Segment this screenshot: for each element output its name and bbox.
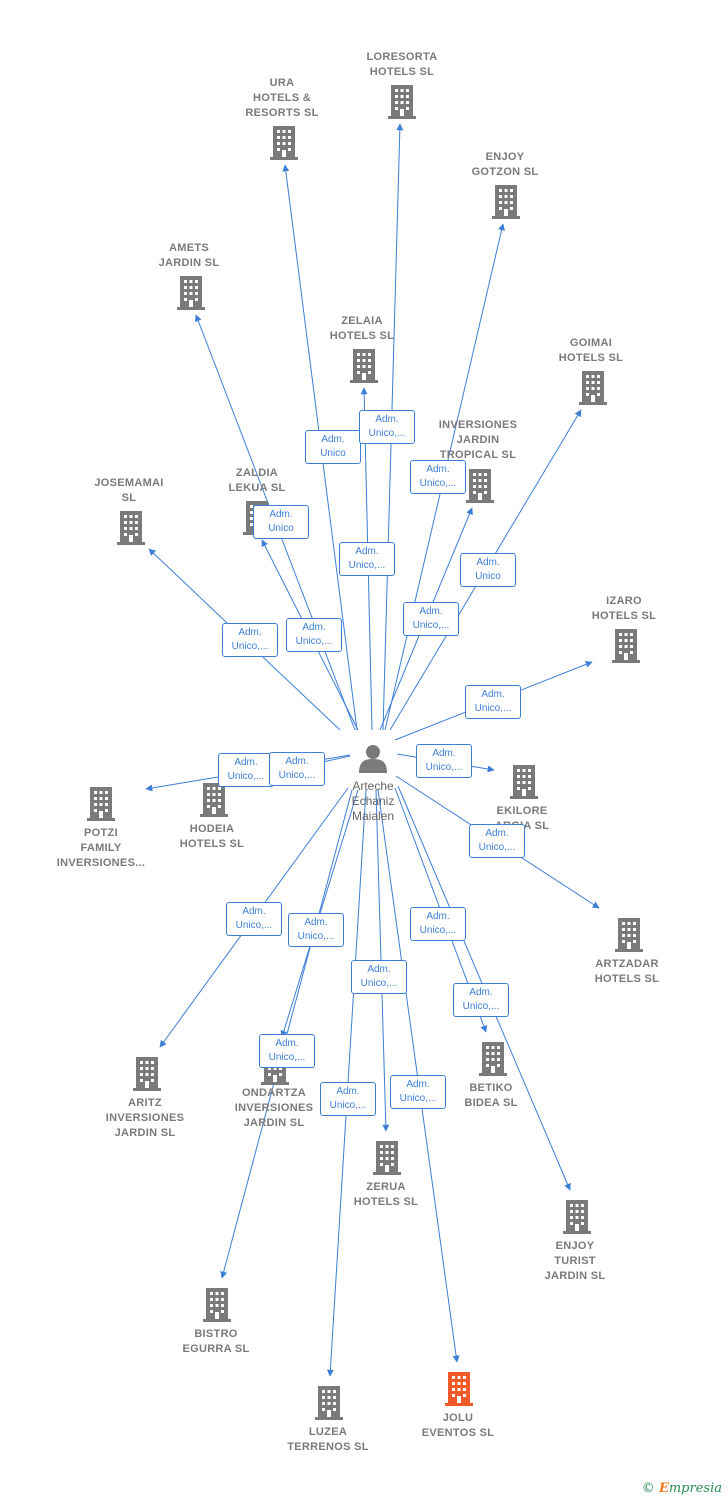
building-icon[interactable] (579, 371, 607, 405)
edge-role-label[interactable]: Adm. Unico,... (453, 983, 509, 1017)
building-icon[interactable] (615, 918, 643, 952)
company-label-amets[interactable]: AMETS JARDIN SL (158, 242, 220, 269)
edge-role-label[interactable]: Adm. Unico,... (269, 752, 325, 786)
company-label-jolu[interactable]: JOLU EVENTOS SL (421, 1412, 495, 1439)
edge-role-label[interactable]: Adm. Unico (460, 553, 516, 587)
company-label-loresorta[interactable]: LORESORTA HOTELS SL (366, 51, 438, 78)
building-icon[interactable] (177, 276, 205, 310)
building-icon[interactable] (117, 511, 145, 545)
building-icon[interactable] (445, 1372, 473, 1406)
building-icon[interactable] (612, 629, 640, 663)
copyright-notice: © Empresia (642, 1481, 722, 1496)
edge-role-label[interactable]: Adm. Unico,... (416, 744, 472, 778)
building-icon[interactable] (492, 185, 520, 219)
building-icon[interactable] (133, 1057, 161, 1091)
company-label-izaro[interactable]: IZARO HOTELS SL (591, 595, 657, 622)
edge-role-label[interactable]: Adm. Unico,... (320, 1082, 376, 1116)
company-label-aritz[interactable]: ARITZ INVERSIONES JARDIN SL (105, 1097, 185, 1139)
company-label-luzea[interactable]: LUZEA TERRENOS SL (287, 1426, 369, 1453)
company-label-bistro[interactable]: BISTRO EGURRA SL (182, 1328, 250, 1355)
person-icon[interactable] (359, 745, 387, 773)
edge-role-label[interactable]: Adm. Unico,... (351, 960, 407, 994)
building-icon[interactable] (203, 1288, 231, 1322)
company-label-goimai[interactable]: GOIMAI HOTELS SL (558, 337, 624, 364)
building-icon[interactable] (388, 85, 416, 119)
company-label-zerua[interactable]: ZERUA HOTELS SL (353, 1181, 419, 1208)
building-icon[interactable] (270, 126, 298, 160)
company-label-artzadar[interactable]: ARTZADAR HOTELS SL (594, 958, 660, 985)
edge-role-label[interactable]: Adm. Unico,... (286, 618, 342, 652)
edge-role-label[interactable]: Adm. Unico,... (288, 913, 344, 947)
edge-role-label[interactable]: Adm. Unico,... (339, 542, 395, 576)
company-label-betiko[interactable]: BETIKO BIDEA SL (464, 1082, 518, 1109)
company-label-zelaia[interactable]: ZELAIA HOTELS SL (329, 315, 395, 342)
nodes-layer (87, 85, 643, 1420)
edge-role-label[interactable]: Adm. Unico,... (222, 623, 278, 657)
company-label-enjoy-gotzon[interactable]: ENJOY GOTZON SL (471, 151, 539, 178)
company-label-potzi[interactable]: POTZI FAMILY INVERSIONES... (56, 827, 146, 869)
edge-role-label[interactable]: Adm. Unico,... (410, 907, 466, 941)
brand-initial: E (658, 1481, 669, 1496)
copyright-symbol: © (641, 1481, 655, 1496)
company-label-ura[interactable]: URA HOTELS & RESORTS SL (245, 77, 319, 119)
edge-role-label[interactable]: Adm. Unico,... (226, 902, 282, 936)
company-label-inversiones-jardin-tropical[interactable]: INVERSIONES JARDIN TROPICAL SL (438, 419, 518, 461)
building-icon[interactable] (373, 1141, 401, 1175)
edge-role-label[interactable]: Adm. Unico,... (359, 410, 415, 444)
person-name[interactable]: Arteche Echaniz Maialen (351, 779, 395, 823)
company-label-zaldia[interactable]: ZALDIA LEKUA SL (228, 467, 286, 494)
company-label-ondartza[interactable]: ONDARTZA INVERSIONES JARDIN SL (234, 1087, 314, 1129)
building-icon[interactable] (563, 1200, 591, 1234)
brand-name: mpresia (668, 1481, 722, 1496)
building-icon[interactable] (350, 349, 378, 383)
edge-role-label[interactable]: Adm. Unico (253, 505, 309, 539)
building-icon[interactable] (87, 787, 115, 821)
edge-role-label[interactable]: Adm. Unico,... (403, 602, 459, 636)
building-icon[interactable] (510, 765, 538, 799)
edge-role-label[interactable]: Adm. Unico,... (410, 460, 466, 494)
company-label-enjoy-turist[interactable]: ENJOY TURIST JARDIN SL (544, 1240, 606, 1282)
edge-role-label[interactable]: Adm. Unico,... (469, 824, 525, 858)
company-label-josemamai[interactable]: JOSEMAMAI SL (94, 477, 164, 504)
edge-role-label[interactable]: Adm. Unico,... (259, 1034, 315, 1068)
building-icon[interactable] (200, 783, 228, 817)
edge-role-label[interactable]: Adm. Unico,... (390, 1075, 446, 1109)
edge-role-label[interactable]: Adm. Unico,... (218, 753, 274, 787)
edge-role-label[interactable]: Adm. Unico,... (465, 685, 521, 719)
edge-role-label[interactable]: Adm. Unico (305, 430, 361, 464)
building-icon[interactable] (479, 1042, 507, 1076)
building-icon[interactable] (315, 1386, 343, 1420)
building-icon[interactable] (466, 469, 494, 503)
company-label-hodeia[interactable]: HODEIA HOTELS SL (179, 823, 245, 850)
